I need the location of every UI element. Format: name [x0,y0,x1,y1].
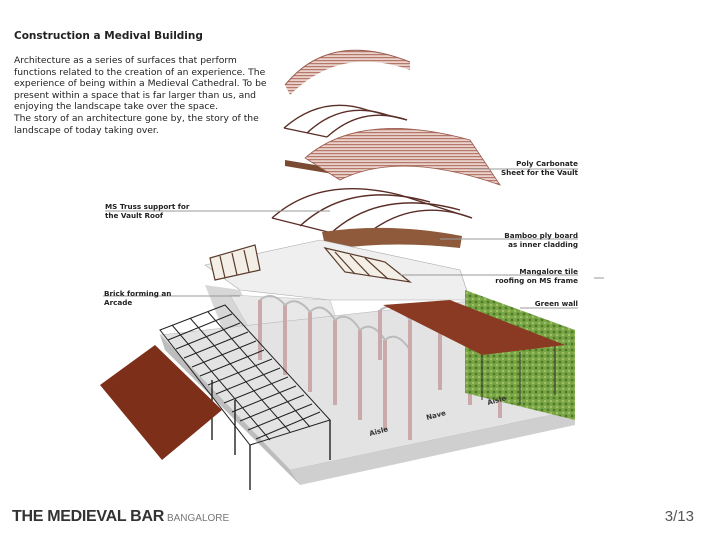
brick-arcade [258,295,502,440]
bamboo-board [322,227,462,250]
footer-subtitle: BANGALORE [166,513,230,524]
poly-carbonate-vault [304,128,501,186]
label-green-wall: Green wall [534,299,578,308]
page-number: 3/13 [664,508,694,525]
description-paragraph: Architecture as a series of surfaces tha… [14,55,267,136]
upper-pergola [209,244,413,283]
small-truss [283,104,408,138]
mangalore-roof-right [383,300,565,355]
mangalore-roof-left [100,345,222,460]
leader-lines [103,168,604,309]
small-vault-edge [284,49,411,86]
slide-heading: Construction a Medival Building [14,30,203,42]
ms-frame-pergola [159,304,331,490]
roof-posts [481,346,556,405]
small-vault-sheet [285,50,410,95]
